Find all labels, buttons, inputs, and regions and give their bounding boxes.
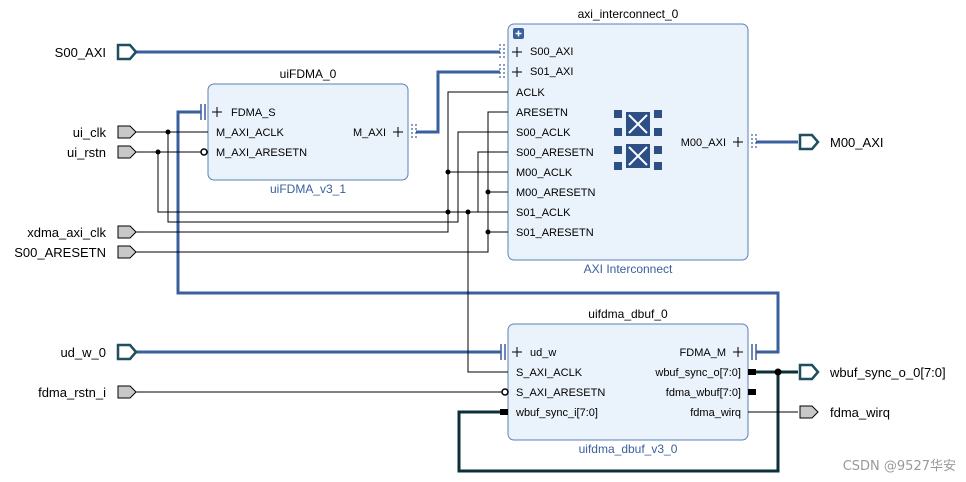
external-inputs: S00_AXI ui_clk ui_rstn xdma_axi_clk S00_… [14,43,138,400]
port-fdma-wirq[interactable]: fdma_wirq [690,407,741,419]
ext-label-ui-clk: ui_clk [73,125,107,140]
port-s-axi-aresetn[interactable]: S_AXI_ARESETN [516,387,605,399]
ext-label-ud-w-0: ud_w_0 [60,345,106,360]
port-s00-aclk[interactable]: S00_ACLK [516,127,571,139]
ext-label-xdma-axi-clk: xdma_axi_clk [27,225,106,240]
ext-port-fdma-wirq[interactable] [799,405,819,419]
ext-label-fdma-rstn-i: fdma_rstn_i [38,385,106,400]
port-m00-axi[interactable]: M00_AXI [681,137,726,149]
port-m00-aclk[interactable]: M00_ACLK [516,167,573,179]
axi-interconnect-body[interactable] [507,23,749,261]
ext-label-m00-axi: M00_AXI [830,135,883,150]
port-fdma-s[interactable]: FDMA_S [231,107,276,119]
port-wbuf-sync-i[interactable]: wbuf_sync_i[7:0] [515,407,598,419]
wires [136,50,798,473]
ext-label-s00-aresetn: S00_ARESETN [14,245,106,260]
port-s00-axi[interactable]: S00_AXI [530,46,573,58]
ext-port-s00-axi[interactable] [116,43,138,61]
uifdma-title: uiFDMA_0 [280,67,337,81]
port-s-axi-aclk[interactable]: S_AXI_ACLK [516,367,583,379]
port-m-axi[interactable]: M_AXI [353,127,386,139]
ext-label-fdma-wirq: fdma_wirq [830,405,890,420]
port-aclk[interactable]: ACLK [516,87,545,99]
watermark: CSDN @9527华安 [843,459,956,474]
ext-port-ui-rstn[interactable] [117,145,137,159]
ext-port-s00-aresetn[interactable] [117,245,137,259]
ext-port-ui-clk[interactable] [117,125,137,139]
crossbar-icon [614,110,662,170]
axi-interconnect-subtitle: AXI Interconnect [584,262,673,276]
port-fdma-m[interactable]: FDMA_M [680,347,726,359]
ext-port-m00-axi[interactable] [798,133,820,151]
port-s01-aclk[interactable]: S01_ACLK [516,207,571,219]
port-s01-aresetn[interactable]: S01_ARESETN [516,227,594,239]
uifdma-dbuf-block[interactable]: uifdma_dbuf_0 uifdma_dbuf_v3_0 ud_w S_AX… [507,307,749,456]
port-m00-aresetn[interactable]: M00_ARESETN [516,187,596,199]
port-ud-w[interactable]: ud_w [530,347,556,359]
ext-label-s00-axi: S00_AXI [55,45,106,60]
dbuf-title: uifdma_dbuf_0 [588,307,668,321]
ext-port-xdma-axi-clk[interactable] [117,225,137,239]
port-aresetn[interactable]: ARESETN [516,107,568,119]
external-outputs: M00_AXI wbuf_sync_o_0[7:0] fdma_wirq [798,133,946,420]
uifdma-block[interactable]: uiFDMA_0 uiFDMA_v3_1 FDMA_S M_AXI_ACLK M… [207,67,409,196]
ext-port-ud-w-0[interactable] [116,343,138,361]
ext-label-ui-rstn: ui_rstn [67,145,106,160]
ext-label-wbuf-sync-o-0: wbuf_sync_o_0[7:0] [829,365,946,380]
port-s00-aresetn[interactable]: S00_ARESETN [516,147,594,159]
ext-port-fdma-rstn-i[interactable] [117,385,137,399]
port-s01-axi[interactable]: S01_AXI [530,66,573,78]
dbuf-body[interactable] [507,323,749,441]
uifdma-subtitle: uiFDMA_v3_1 [270,182,346,196]
dbuf-subtitle: uifdma_dbuf_v3_0 [579,442,678,456]
port-m-axi-aclk[interactable]: M_AXI_ACLK [216,127,285,139]
port-fdma-wbuf[interactable]: fdma_wbuf[7:0] [666,387,741,399]
port-m-axi-aresetn[interactable]: M_AXI_ARESETN [216,147,307,159]
axi-interconnect-title: axi_interconnect_0 [578,7,679,21]
ext-port-wbuf-sync-o-0[interactable] [798,363,820,381]
axi-interconnect-block[interactable]: axi_interconnect_0 AXI Interconnect S00_… [507,7,749,276]
port-wbuf-sync-o[interactable]: wbuf_sync_o[7:0] [654,367,741,379]
